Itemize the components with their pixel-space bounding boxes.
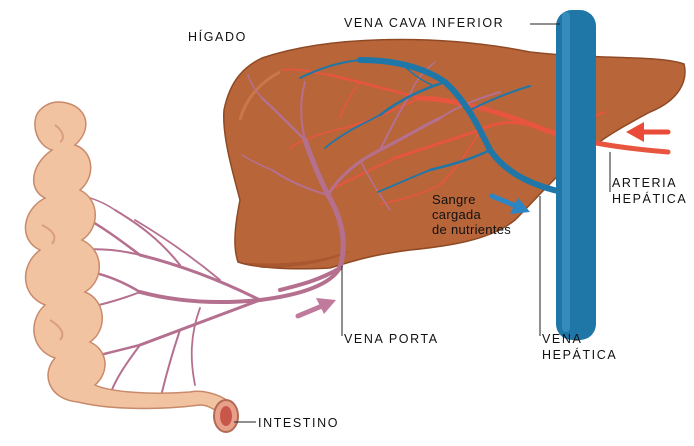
hepatic-artery-label-1: ARTERIA <box>612 176 677 191</box>
arrow-portal-vein-icon <box>298 298 336 316</box>
hepatic-vein-label-1: VENA <box>542 332 582 347</box>
hepatic-artery-label-2: HEPÁTICA <box>612 192 687 207</box>
inferior-vena-cava <box>556 10 596 340</box>
nutrient-blood-label-1: Sangre <box>432 192 476 207</box>
nutrient-blood-label-2: cargada <box>432 207 481 222</box>
ivc-label: VENA CAVA INFERIOR <box>344 16 504 31</box>
hepatic-vein-label-2: HEPÁTICA <box>542 348 617 363</box>
intestine-label: INTESTINO <box>258 416 339 431</box>
nutrient-blood-label-3: de nutrientes <box>432 222 511 237</box>
liver-label: HÍGADO <box>188 30 247 45</box>
portal-vein-label: VENA PORTA <box>344 332 439 347</box>
intestine <box>25 102 238 432</box>
arrow-hepatic-artery-icon <box>626 122 668 142</box>
